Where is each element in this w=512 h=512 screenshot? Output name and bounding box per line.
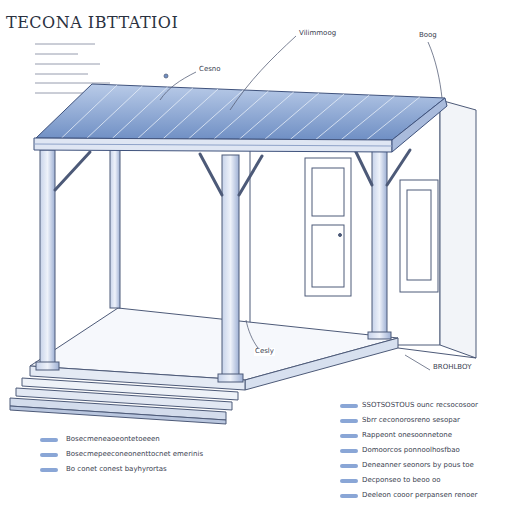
legend-swatch (340, 404, 358, 408)
title: TECONA IBTTATIOI (6, 14, 178, 32)
legend-text: Deneanner seonors by pous toe (362, 462, 474, 470)
porch-floor (30, 308, 476, 390)
legend-swatch (40, 438, 58, 442)
roof-rib (265, 93, 319, 139)
roof-rib (214, 91, 269, 139)
roof-rib (316, 95, 370, 140)
legend-text: Domoorcos ponnoolhosfbao (362, 447, 460, 455)
roof-rib (341, 96, 394, 140)
steps (10, 378, 238, 424)
part-label: BROHLBOY (432, 364, 472, 372)
roof-rib (61, 85, 117, 138)
legend-swatch (340, 494, 358, 498)
legend-swatch (40, 468, 58, 472)
part-label: Cesly (254, 348, 275, 356)
roof-rib (87, 86, 143, 138)
leader-lines (160, 36, 442, 370)
part-label: Vilimmoog (298, 30, 337, 38)
legend-swatch (340, 479, 358, 483)
roof (34, 84, 447, 152)
legend-text: Bosecmeneaoeontetoeeen (66, 436, 160, 444)
part-label: Cesno (198, 66, 222, 74)
legend-text: SSOTSOSTOUS ounc recsocosoor (362, 402, 478, 410)
brackets (55, 150, 410, 195)
legend-text: Sbrr ceconorosreno sesopar (362, 417, 460, 425)
roof-rib (239, 92, 293, 139)
legend-swatch (340, 464, 358, 468)
part-label: Boog (418, 32, 438, 40)
legend-text: Deeleon cooor perpansen renoer (362, 492, 477, 500)
legend-swatch (340, 419, 358, 423)
roof-rib (163, 89, 218, 139)
legend-text: Decponseo to beoo oo (362, 477, 441, 485)
legend-swatch (340, 434, 358, 438)
roof-rib (138, 88, 193, 139)
legend-text: Bo conet conest bayhyrortas (66, 466, 167, 474)
roof-rib (112, 87, 167, 138)
roof-rib (290, 94, 344, 139)
legend-swatch (340, 449, 358, 453)
legend-swatch (40, 453, 58, 457)
posts (36, 140, 391, 382)
legend-text: Bosecmepeeconeonenttocnet emerinis (66, 451, 203, 459)
roof-rib (189, 90, 244, 139)
legend-text: Rappeont onesoonnetone (362, 432, 452, 440)
